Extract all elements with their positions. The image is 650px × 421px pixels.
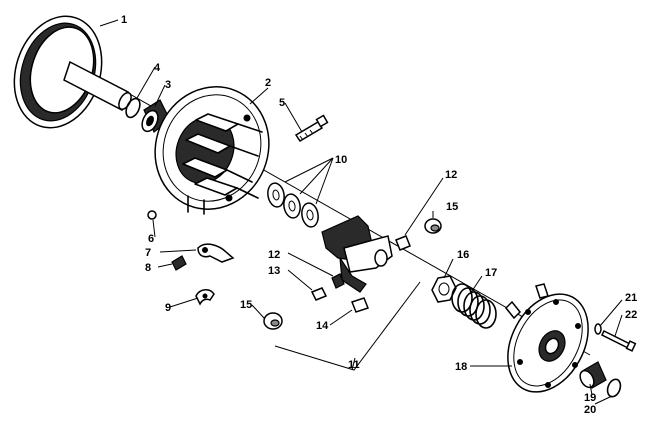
clip-part-9 [195,289,215,306]
callout-20: 20 [584,404,596,416]
spider-part [321,215,393,293]
callout-22: 22 [625,309,637,321]
pin-part-13 [310,287,328,301]
ring-part-20 [606,378,622,398]
pin-part-8 [171,255,187,271]
callout-2: 2 [265,77,271,89]
screw-part-22 [600,329,637,352]
callout-21: 21 [625,292,637,304]
callout-10: 10 [335,154,347,166]
nut-part-6 [147,210,157,220]
bushing-part-19 [579,361,607,389]
callout-6: 6 [148,233,154,245]
callout-3: 3 [165,79,171,91]
callout-12-upper: 12 [445,169,457,181]
spring-part [451,283,497,329]
washer-part-21 [594,323,602,335]
arm-part [197,243,235,263]
callout-15-lower: 15 [240,299,252,311]
leader-lines [99,19,623,405]
callout-17: 17 [485,267,497,279]
callout-18: 18 [455,361,467,373]
callout-12-lower: 12 [268,249,280,261]
callout-9: 9 [165,302,171,314]
callout-11: 11 [348,359,360,371]
button-part-15-lower [263,312,283,330]
fixed-sheave-part [13,15,132,129]
roller-part-14 [351,297,369,313]
button-part-15-upper [424,218,442,234]
cover-part [504,283,589,393]
callout-15-upper: 15 [446,201,458,213]
callout-14: 14 [316,320,329,332]
bolt-part [294,114,329,143]
callout-19: 19 [584,392,596,404]
snap-ring-part [125,97,141,119]
movable-sheave-part [154,86,270,215]
callout-13: 13 [268,265,280,277]
roller-part-12-lower [331,273,345,289]
callout-5: 5 [279,97,285,109]
callout-16: 16 [457,249,469,261]
washer-stack-part [267,182,319,228]
roller-part-12-upper [395,235,411,251]
callout-labels: 1 2 3 4 5 6 7 8 9 10 11 12 12 13 14 15 1… [121,14,637,416]
callout-8: 8 [145,262,151,274]
callout-4: 4 [154,62,161,74]
callout-1: 1 [121,14,127,26]
callout-7: 7 [145,247,151,259]
